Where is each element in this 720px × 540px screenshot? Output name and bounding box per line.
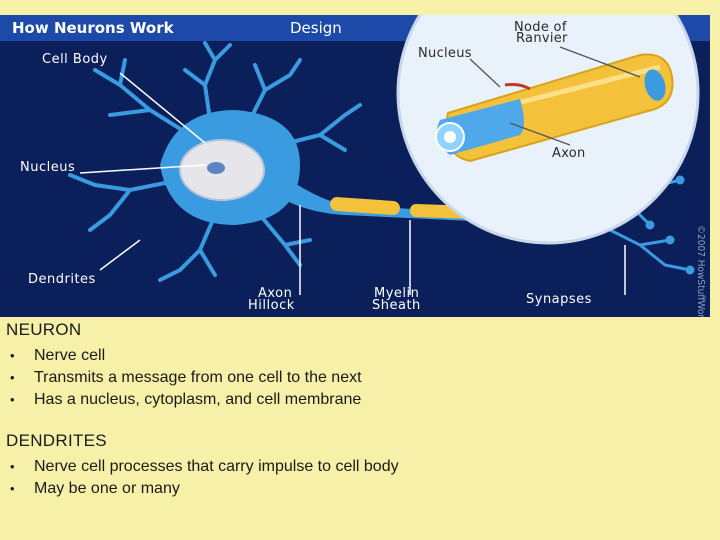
dendrite-branches <box>68 41 362 282</box>
label-axon-hillock-line2: Hillock <box>248 298 295 313</box>
neuron-bullet-list: • Nerve cell • Transmits a message from on… <box>6 345 362 411</box>
label-myelin-sheath-line1: Myelin <box>374 286 419 301</box>
bullet-text: Nerve cell processes that carry impulse … <box>34 458 399 475</box>
bullet-text: Nerve cell <box>34 347 106 364</box>
list-item: • Has a nucleus, cytoplasm, and cell memb… <box>10 389 362 411</box>
nucleolus <box>207 162 225 174</box>
neuron-section: NEURON • Nerve cell • Transmits a message … <box>6 320 362 411</box>
bullet-icon: • <box>10 348 15 363</box>
axon-hillock <box>285 180 600 227</box>
leader-lines <box>79 72 626 295</box>
label-axon: Axon <box>552 146 586 161</box>
bullet-icon: • <box>10 481 15 496</box>
list-item: • Nerve cell processes that carry impulse… <box>10 456 399 478</box>
label-nucleus-inset: Nucleus <box>418 46 472 61</box>
bullet-text: Transmits a message from one cell to the… <box>34 369 362 386</box>
list-item: • Transmits a message from one cell to th… <box>10 367 362 389</box>
label-node-of-ranvier-line2: Ranvier <box>516 31 568 46</box>
copyright-credit: ©2007 HowStuffWorks <box>695 225 706 317</box>
inset-leader-lines <box>469 46 641 146</box>
list-item: • May be one or many <box>10 478 399 500</box>
bullet-text: Has a nucleus, cytoplasm, and cell membr… <box>34 391 362 408</box>
bullet-text: May be one or many <box>34 480 180 497</box>
dendrites-heading: DENDRITES <box>6 431 107 450</box>
diagram-subtitle: Design <box>290 19 342 37</box>
label-myelin-sheath-line2: Sheath <box>372 298 421 313</box>
label-node-of-ranvier-line1: Node of <box>514 20 567 35</box>
label-cell-body: Cell Body <box>42 52 108 67</box>
label-synapses: Synapses <box>526 292 592 307</box>
neuron-diagram: How Neurons Work Design <box>0 15 710 317</box>
dendrites-section: DENDRITES • Nerve cell processes that car… <box>6 431 399 500</box>
list-item: • Nerve cell <box>10 345 362 367</box>
label-nucleus: Nucleus <box>20 160 75 175</box>
neuron-heading: NEURON <box>6 320 82 339</box>
bullet-icon: • <box>10 392 15 407</box>
dendrites-bullet-list: • Nerve cell processes that carry impulse… <box>6 456 399 500</box>
bullet-icon: • <box>10 459 15 474</box>
diagram-title: How Neurons Work <box>12 19 175 37</box>
label-dendrites: Dendrites <box>28 272 96 287</box>
inset-magnifier <box>396 15 700 245</box>
bullet-icon: • <box>10 370 15 385</box>
neuron-illustration: How Neurons Work Design <box>0 15 710 317</box>
label-axon-hillock-line1: Axon <box>258 286 292 301</box>
